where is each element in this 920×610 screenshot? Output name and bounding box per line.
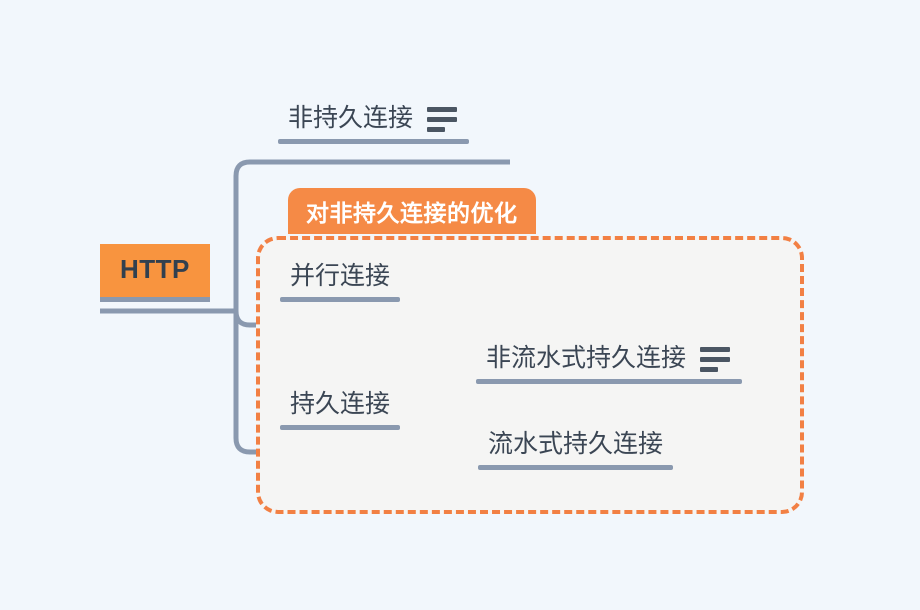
node-root-http[interactable]: HTTP xyxy=(100,244,210,302)
note-line-1 xyxy=(427,106,458,112)
node-non-persistent-label: 非持久连接 xyxy=(288,104,414,132)
note-line-3 xyxy=(700,366,719,372)
root-box: HTTP xyxy=(100,244,210,297)
node-non-pipelined-persistent[interactable]: 非流水式持久连接 xyxy=(476,344,743,384)
node-persistent-connection-underline xyxy=(280,424,401,430)
node-persistent-connection-row: 持久连接 xyxy=(280,390,400,425)
node-persistent-connection[interactable]: 持久连接 xyxy=(280,390,401,430)
summary-tab[interactable]: 对非持久连接的优化 xyxy=(288,188,536,234)
node-non-pipelined-persistent-row: 非流水式持久连接 xyxy=(476,344,742,379)
root-underline xyxy=(100,297,210,302)
summary-tab-label: 对非持久连接的优化 xyxy=(306,200,518,226)
note-list-icon[interactable] xyxy=(427,105,459,132)
note-line-2 xyxy=(427,116,458,122)
node-non-pipelined-persistent-underline xyxy=(476,378,743,384)
note-list-icon[interactable] xyxy=(700,345,732,372)
node-pipelined-persistent-label: 流水式持久连接 xyxy=(488,430,664,458)
node-non-pipelined-persistent-label: 非流水式持久连接 xyxy=(486,344,687,372)
node-pipelined-persistent-underline xyxy=(478,464,674,470)
node-pipelined-persistent-row: 流水式持久连接 xyxy=(478,430,673,465)
node-parallel-connection-row: 并行连接 xyxy=(280,262,400,297)
node-non-persistent-row: 非持久连接 xyxy=(278,104,469,139)
node-non-persistent[interactable]: 非持久连接 xyxy=(278,104,470,144)
note-line-3 xyxy=(427,126,446,132)
node-parallel-connection-label: 并行连接 xyxy=(290,262,391,290)
node-persistent-connection-label: 持久连接 xyxy=(290,390,391,418)
root-label: HTTP xyxy=(120,254,190,284)
node-parallel-connection[interactable]: 并行连接 xyxy=(280,262,401,302)
node-pipelined-persistent[interactable]: 流水式持久连接 xyxy=(478,430,674,470)
node-non-persistent-underline xyxy=(278,138,470,144)
node-parallel-connection-underline xyxy=(280,296,401,302)
note-line-1 xyxy=(700,346,731,352)
note-line-2 xyxy=(700,356,731,362)
